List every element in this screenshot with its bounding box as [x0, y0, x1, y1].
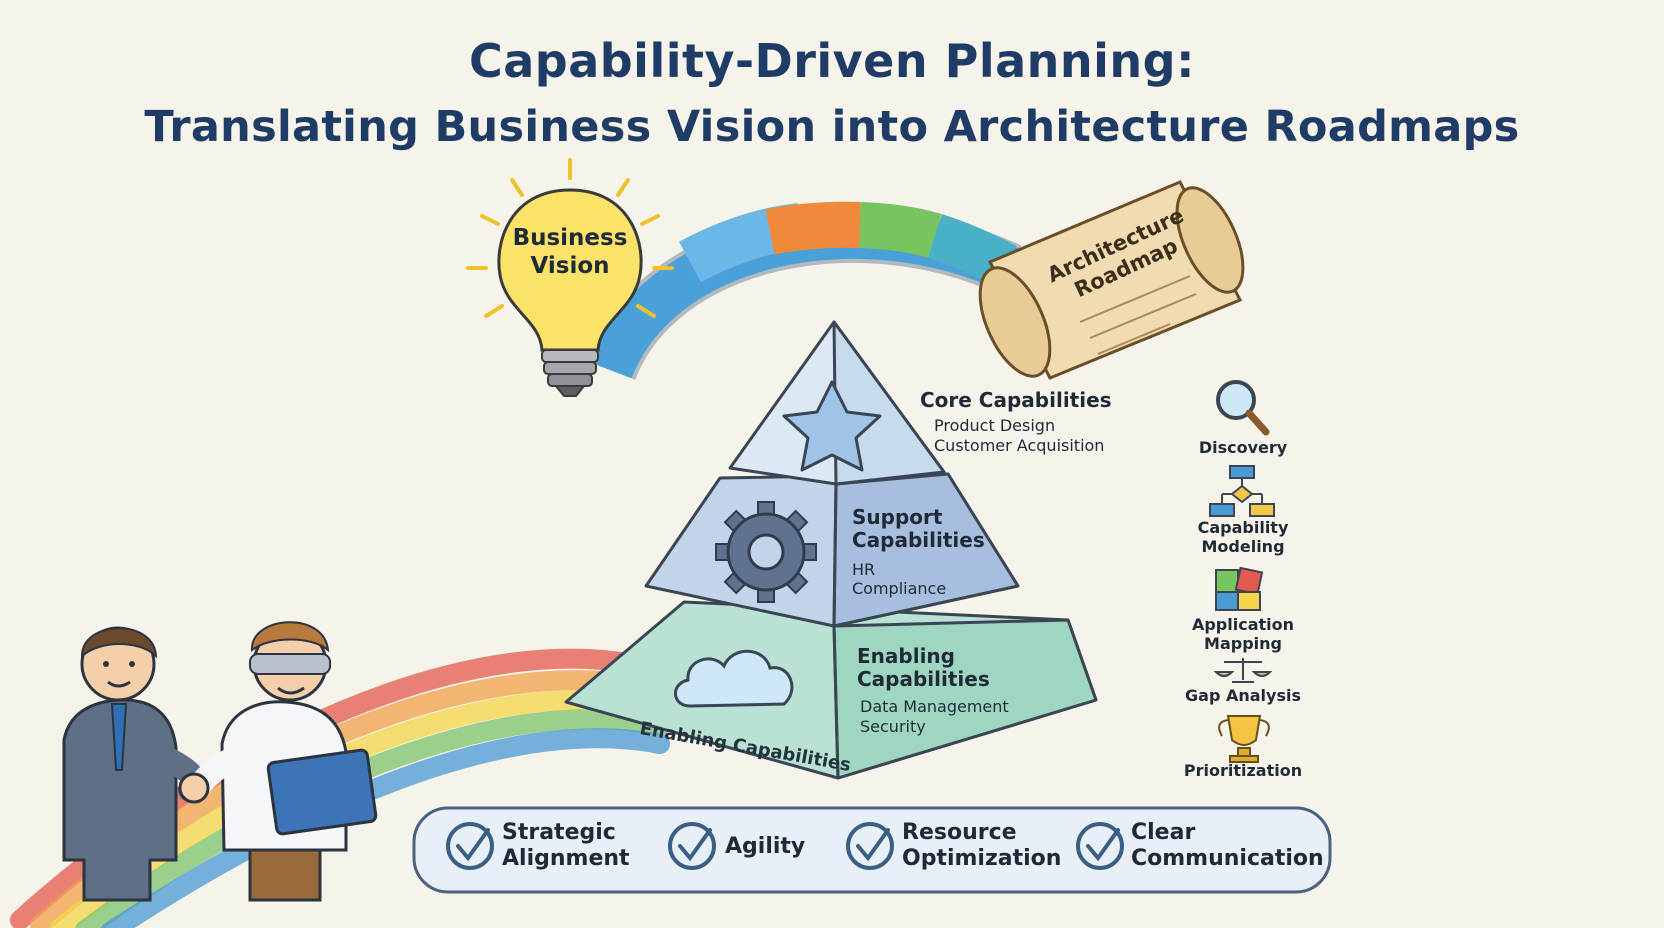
step-label-line2: Mapping [1204, 634, 1282, 653]
benefit-line1: Clear [1131, 820, 1196, 845]
benefit-agility: Agility [725, 834, 806, 859]
check-circle-icon [446, 822, 494, 870]
enabling-capabilities-title: Enabling Capabilities [857, 645, 1007, 691]
core-capability-item: Customer Acquisition [934, 436, 1105, 455]
check-circle-icon [1076, 822, 1124, 870]
star-icon [782, 380, 882, 472]
trophy-icon [1218, 715, 1270, 763]
enabling-title-line1: Enabling [857, 644, 955, 668]
scroll-icon [978, 180, 1245, 380]
step-discovery: Discovery [1198, 438, 1288, 457]
cloud-icon [674, 649, 794, 708]
benefit-line2: Alignment [502, 846, 630, 871]
puzzle-icon [1215, 566, 1264, 611]
step-prioritization: Prioritization [1183, 761, 1303, 780]
benefit-strategic-alignment: Strategic Alignment [502, 820, 642, 872]
gear-icon [715, 501, 817, 603]
page-subtitle: Translating Business Vision into Archite… [144, 102, 1520, 152]
check-circle-icon [846, 822, 894, 870]
benefit-line1: Strategic [502, 820, 616, 845]
business-vision-line1: Business [512, 225, 628, 251]
enabling-capability-item: Data Management [860, 697, 1009, 716]
step-capability-modeling: Capability Modeling [1170, 518, 1316, 556]
benefit-resource-optimization: Resource Optimization [902, 820, 1082, 872]
support-capability-item: Compliance [852, 579, 947, 598]
step-application-mapping: Application Mapping [1170, 615, 1316, 653]
enabling-capability-item: Security [860, 717, 926, 736]
people-handshake [62, 621, 378, 902]
benefit-line2: Optimization [902, 846, 1062, 871]
step-label-line1: Capability [1197, 518, 1289, 537]
step-gap-analysis: Gap Analysis [1185, 686, 1301, 705]
step-label-line2: Modeling [1201, 537, 1285, 556]
support-title-line2: Capabilities [852, 528, 985, 552]
vision-bridge [584, 201, 1022, 381]
flowchart-icon [1209, 465, 1275, 517]
core-capability-item: Product Design [934, 416, 1056, 435]
business-vision-line2: Vision [530, 253, 610, 279]
page-title: Capability-Driven Planning: [468, 34, 1195, 88]
check-circle-icon [668, 822, 716, 870]
benefit-line1: Resource [902, 820, 1017, 845]
core-capabilities-title: Core Capabilities [920, 388, 1112, 412]
benefit-line2: Communication [1131, 846, 1324, 871]
support-capabilities-title: Support Capabilities [852, 506, 1002, 552]
step-label-line1: Application [1191, 615, 1295, 634]
scales-icon [1213, 658, 1273, 683]
magnifier-icon [1216, 380, 1270, 436]
support-capability-item: HR [852, 560, 876, 579]
enabling-title-line2: Capabilities [857, 667, 990, 691]
lightbulb-icon [466, 158, 674, 397]
benefit-clear-communication: Clear Communication [1131, 820, 1331, 872]
business-vision-label: Business Vision [498, 224, 642, 280]
support-title-line1: Support [852, 505, 943, 529]
